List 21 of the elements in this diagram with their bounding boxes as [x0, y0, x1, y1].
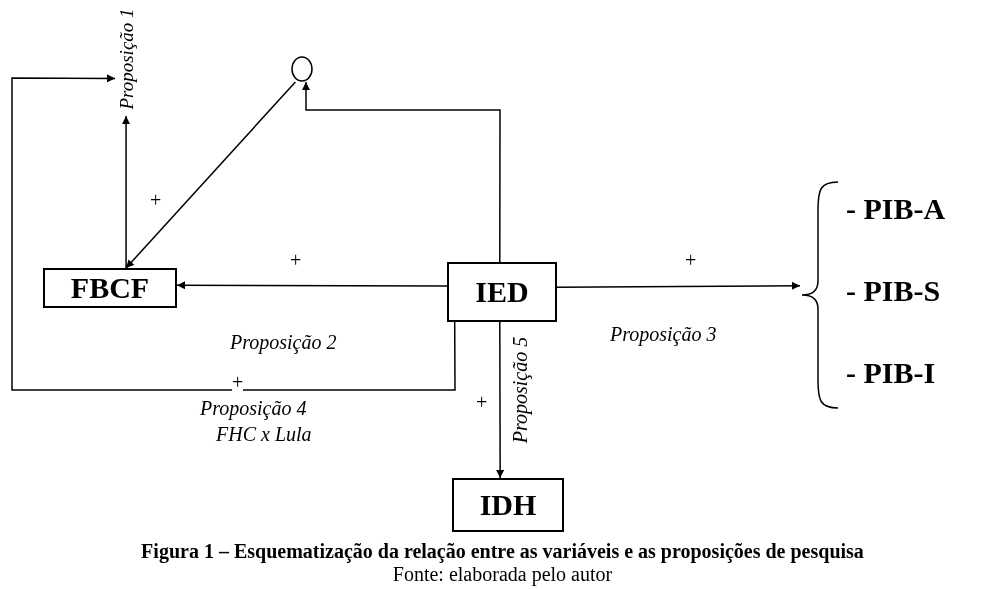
variable-box: IED — [447, 262, 557, 322]
arrow — [496, 321, 505, 479]
variable-label: - PIB-A — [846, 192, 946, 226]
variable-label: - PIB-I — [846, 356, 936, 390]
variable-box: FBCF — [43, 268, 177, 308]
variable-label: - PIB-S — [846, 274, 941, 308]
annotation-label: Proposição 3 — [610, 324, 717, 344]
arrow — [122, 115, 131, 269]
rotated-label: Proposição 1 — [116, 7, 138, 112]
figure-caption: Figura 1 – Esquematização da relação entre as variáveis e as proposições de pesquisa — [140, 540, 865, 563]
arrow — [11, 74, 456, 391]
arrow — [556, 281, 801, 290]
annotation-label: Fonte: elaborada pelo autor — [391, 564, 614, 584]
annotation-label: Proposição 2 — [230, 332, 337, 352]
annotation-label: Proposição 4 — [200, 398, 307, 418]
rotated-label: Proposição 5 — [510, 336, 531, 444]
arrow — [301, 81, 501, 263]
arrow — [176, 281, 448, 290]
annotation-label: FHC x Lula — [216, 424, 312, 444]
variable-box: IDH — [452, 478, 564, 532]
arrow — [125, 81, 297, 269]
